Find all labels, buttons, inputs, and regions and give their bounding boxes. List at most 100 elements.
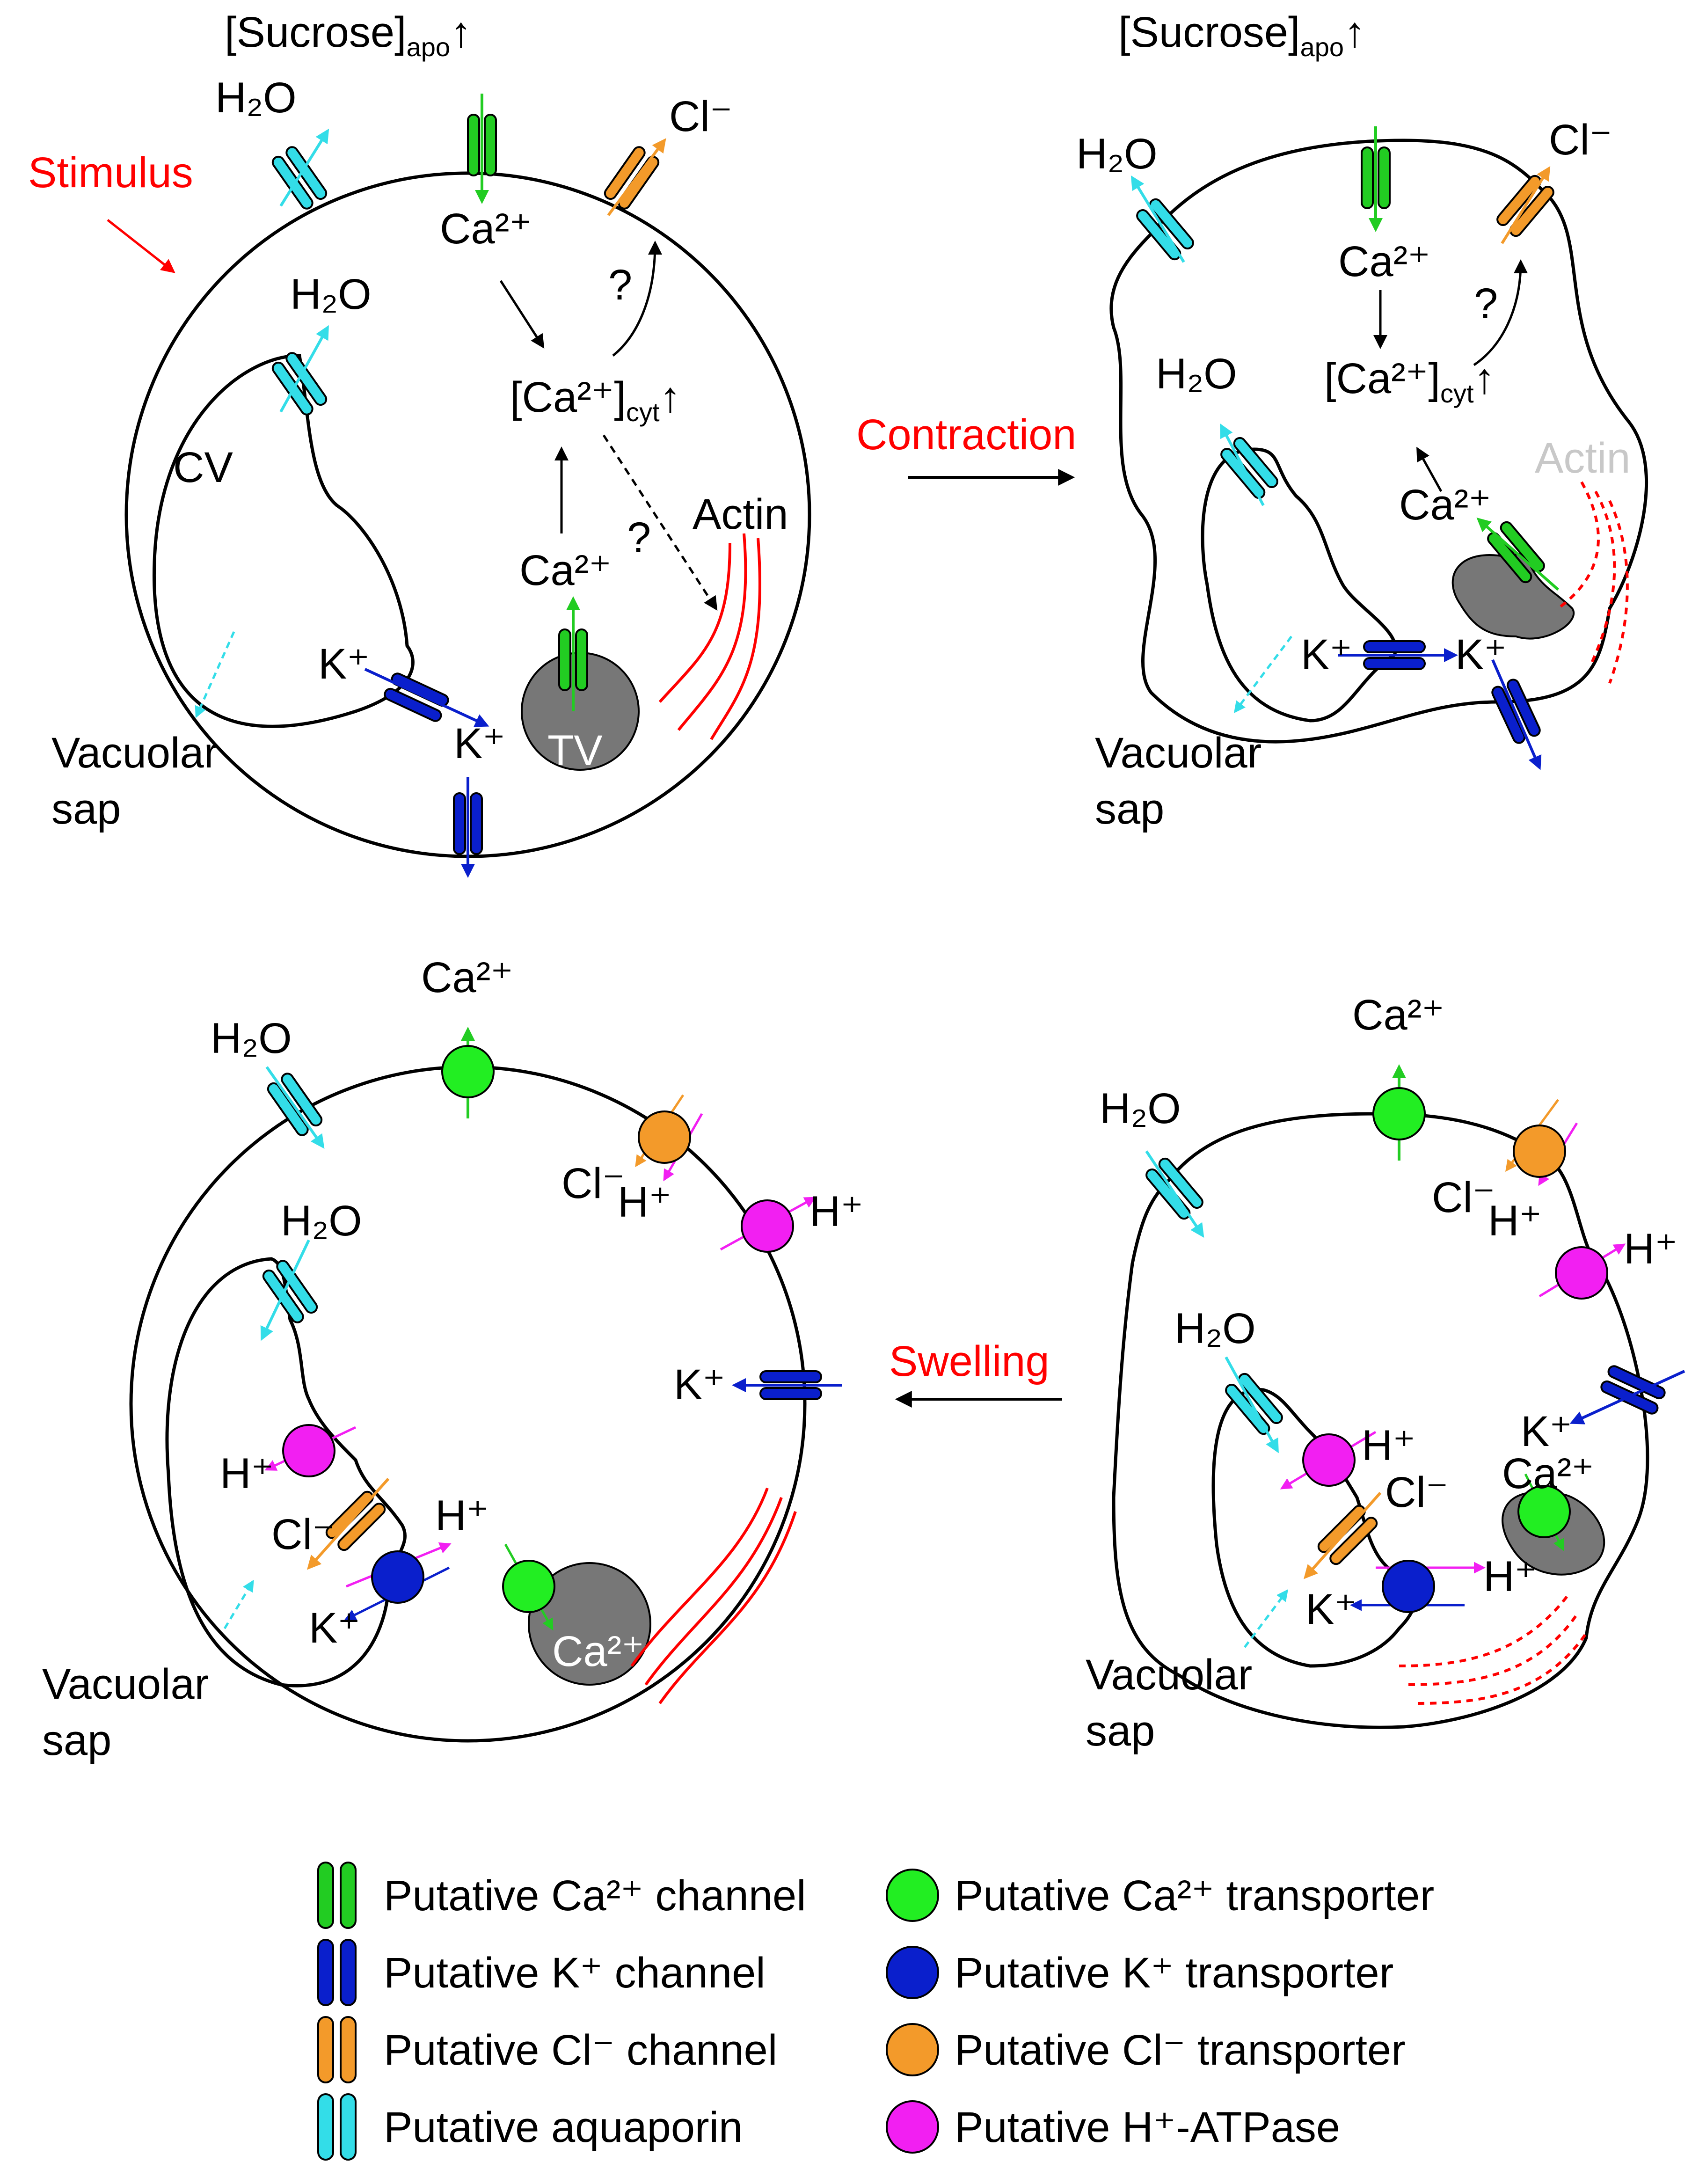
vacuolar-sap-label: Vacuolar — [1095, 729, 1261, 777]
calcium-label: Ca²⁺ — [1338, 238, 1430, 285]
calcium-channel-icon — [1361, 146, 1391, 209]
potassium-label: K⁺ — [318, 640, 370, 688]
proton-label: H⁺ — [435, 1492, 489, 1540]
calcium-channel-icon — [1487, 521, 1545, 584]
proton-atpase-icon — [1555, 1246, 1608, 1300]
potassium-channel-icon — [1491, 679, 1541, 744]
water-label: H₂O — [1076, 130, 1158, 178]
chloride-label: Cl⁻ — [1549, 116, 1612, 164]
proton-label: H⁺ — [1488, 1197, 1542, 1245]
legend-label: Putative H⁺-ATPase — [955, 2104, 1340, 2151]
water-label: H₂O — [1174, 1305, 1256, 1352]
sucrose-label: [Sucrose]apo↑ — [225, 8, 472, 62]
chloride-label: Cl⁻ — [669, 93, 732, 140]
chloride-label: Cl⁻ — [1385, 1468, 1448, 1516]
calcium-transporter-icon — [1517, 1485, 1571, 1538]
potassium-channel-icon — [1600, 1365, 1666, 1415]
legend-potassium-channel-icon — [317, 1939, 357, 2006]
chloride-transporter-icon — [638, 1110, 691, 1164]
legend-label: Putative aquaporin — [384, 2104, 743, 2151]
proton-label: H⁺ — [1362, 1422, 1415, 1469]
calcium-channel-icon — [467, 114, 497, 176]
calcium-label: Ca²⁺ — [552, 1628, 644, 1675]
sucrose-label: [Sucrose]apo↑ — [1118, 8, 1365, 62]
contraction-label: Contraction — [856, 411, 1076, 459]
aquaporin-icon — [271, 352, 328, 416]
potassium-transporter-icon — [371, 1550, 424, 1604]
potassium-label: K⁺ — [1301, 631, 1352, 679]
calcium-store-vacuole — [1451, 551, 1575, 640]
legend-proton-atpase-icon — [886, 2100, 939, 2154]
actin-label: Actin — [1535, 434, 1631, 482]
potassium-label: K⁺ — [309, 1604, 360, 1652]
potassium-label: K⁺ — [454, 720, 505, 767]
chloride-label: Cl⁻ — [1432, 1174, 1495, 1221]
legend-label: Putative Cl⁻ channel — [384, 2026, 777, 2074]
potassium-channel-icon — [1363, 640, 1426, 670]
legend-label: Putative K⁺ channel — [384, 1949, 766, 1997]
calcium-label: Ca²⁺ — [1399, 481, 1491, 529]
panel-swelling: Ca²⁺ H₂O Cl⁻ H⁺ H⁺ H₂O K⁺ Ca²⁺ H⁺ Cl⁻ H⁺… — [1086, 991, 1685, 1755]
vacuolar-sap-label: Vacuolar — [1086, 1651, 1252, 1699]
vacuolar-sap-label: sap — [1086, 1707, 1155, 1755]
water-label: H₂O — [211, 1015, 292, 1062]
calcium-transporter-icon — [441, 1045, 495, 1098]
chloride-label: Cl⁻ — [271, 1511, 335, 1558]
chloride-label: Cl⁻ — [561, 1160, 625, 1207]
chloride-channel-icon — [325, 1490, 386, 1551]
potassium-label: K⁺ — [1521, 1408, 1572, 1455]
legend: Putative Ca²⁺ channel Putative K⁺ channe… — [317, 1862, 1434, 2161]
proton-label: H⁺ — [1624, 1225, 1677, 1273]
stimulus-label: Stimulus — [28, 149, 193, 197]
vacuolar-sap-label: Vacuolar — [42, 1660, 209, 1708]
panel-contracted: [Sucrose]apo↑ H₂O Cl⁻ Ca²⁺ ? H₂O [Ca²⁺]c… — [1076, 8, 1648, 833]
proton-label: H⁺ — [809, 1188, 863, 1235]
chloride-transporter-icon — [1513, 1125, 1566, 1178]
legend-chloride-channel-icon — [317, 2016, 357, 2083]
legend-chloride-transporter-icon — [886, 2023, 939, 2076]
legend-label: Putative K⁺ transporter — [955, 1949, 1393, 1997]
cv-label: CV — [173, 444, 233, 491]
legend-calcium-transporter-icon — [886, 1869, 939, 1922]
potassium-label: K⁺ — [674, 1361, 725, 1409]
water-label: H₂O — [290, 270, 372, 318]
aquaporin-icon — [1220, 437, 1278, 499]
cytosolic-calcium-label: [Ca²⁺]cyt↑ — [510, 373, 681, 427]
chloride-channel-icon — [1317, 1505, 1378, 1565]
calcium-label: Ca²⁺ — [1502, 1450, 1594, 1497]
vacuolar-sap-label: sap — [42, 1717, 111, 1764]
legend-calcium-channel-icon — [317, 1862, 357, 1929]
calcium-label: Ca²⁺ — [519, 547, 612, 594]
aquaporin-icon — [1145, 1157, 1203, 1220]
potassium-label: K⁺ — [1455, 631, 1507, 679]
vacuolar-sap-label: Vacuolar — [51, 729, 218, 777]
potassium-transporter-icon — [1382, 1560, 1435, 1613]
panel-swollen: Ca²⁺ H₂O Cl⁻ H⁺ H⁺ H₂O K⁺ H⁺ Cl⁻ H⁺ K⁺ C… — [42, 954, 863, 1764]
cytosolic-calcium-label: [Ca²⁺]cyt↑ — [1324, 355, 1495, 408]
calcium-channel-icon — [558, 628, 588, 691]
calcium-transporter-icon — [1372, 1087, 1426, 1140]
potassium-channel-icon — [759, 1370, 822, 1400]
panel-resting: TV [Sucrose]apo↑ Stimulus H₂O Cl⁻ Ca²⁺ ?… — [28, 8, 811, 878]
potassium-channel-icon — [453, 792, 483, 855]
tonoplast-vacuole — [528, 1562, 651, 1686]
aquaporin-icon — [1136, 198, 1194, 261]
contractile-vacuole — [165, 1257, 407, 1687]
proton-label: H⁺ — [220, 1450, 274, 1497]
cell-membrane — [1112, 1112, 1649, 1729]
water-label: H₂O — [281, 1197, 362, 1245]
calcium-label: Ca²⁺ — [1352, 991, 1444, 1039]
calcium-label: Ca²⁺ — [440, 205, 532, 253]
actin-label: Actin — [693, 490, 788, 538]
potassium-channel-icon — [384, 672, 449, 722]
legend-aquaporin-icon — [317, 2093, 357, 2161]
question-mark: ? — [608, 261, 632, 309]
proton-atpase-icon — [1302, 1433, 1356, 1487]
aquaporin-icon — [267, 1073, 323, 1136]
legend-label: Putative Ca²⁺ channel — [384, 1872, 806, 1920]
contractile-vacuole — [152, 354, 415, 728]
calcium-label: Ca²⁺ — [421, 954, 513, 1001]
proton-label: H⁺ — [618, 1178, 671, 1226]
